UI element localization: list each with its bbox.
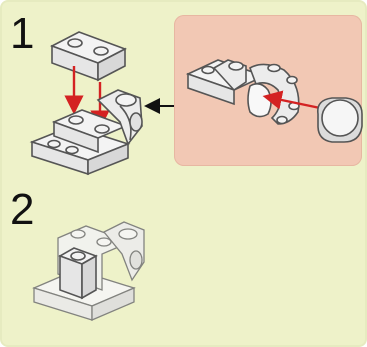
callout-assembly	[188, 60, 299, 124]
floating-brick	[52, 32, 125, 80]
new-brick	[60, 248, 96, 298]
round-tile-piece	[318, 98, 362, 142]
base-assembly	[32, 90, 142, 174]
